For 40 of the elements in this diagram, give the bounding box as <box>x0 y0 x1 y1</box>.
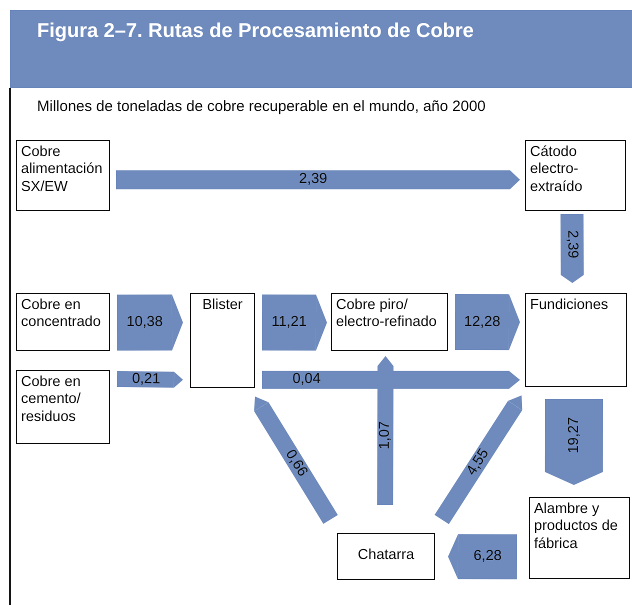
edge-label: 2,39 <box>299 172 328 187</box>
flow-arrow <box>116 294 183 351</box>
flow-arrow <box>254 396 338 524</box>
edge-label: 10,38 <box>126 315 163 330</box>
node-label: Cobre piro/ electro-refinado <box>336 297 438 332</box>
node-label: Cobre en concentrado <box>21 297 102 332</box>
process-box <box>525 140 626 211</box>
node-label: Cobre alimentación SX/EW <box>21 144 104 196</box>
node-label: Chatarra <box>356 547 416 564</box>
process-box <box>525 293 627 387</box>
edge-label: 0,04 <box>292 372 321 387</box>
process-box <box>337 533 435 580</box>
process-box <box>529 497 630 579</box>
flow-arrow <box>454 294 520 350</box>
node-label: Fundiciones <box>530 297 610 314</box>
node-label: Alambre y productos de fábrica <box>534 501 619 554</box>
edge-label: 12,28 <box>464 314 500 330</box>
flow-arrow <box>116 371 183 388</box>
node-label: Cátodo electro-extraído <box>530 144 584 196</box>
flow-arrow <box>116 170 520 190</box>
process-box <box>16 293 110 351</box>
edge-label: 11,21 <box>272 315 307 330</box>
process-box <box>16 140 110 211</box>
process-box <box>16 370 110 444</box>
edge-label: 2,39 <box>564 230 580 258</box>
edge-label: 6,28 <box>473 549 502 564</box>
edge-label: 1,07 <box>378 421 393 450</box>
subtitle-note: Millones de toneladas de cobre recuperable en el mundo, año 2000 <box>37 98 486 115</box>
edge-label: 0,21 <box>131 372 160 386</box>
figure-title: Figura 2–7. Rutas de Procesamiento de Cobre <box>37 20 474 43</box>
flow-arrow <box>560 214 584 283</box>
process-box <box>190 293 255 388</box>
node-label: Cobre en cemento/ residuos <box>21 374 82 426</box>
process-box <box>331 293 448 351</box>
node-label: Blister <box>201 297 244 314</box>
flow-arrow <box>377 356 394 506</box>
flow-arrow <box>544 399 603 485</box>
flow-arrow <box>434 395 522 524</box>
edge-label: 19,27 <box>566 417 582 454</box>
flow-arrow <box>448 534 518 580</box>
